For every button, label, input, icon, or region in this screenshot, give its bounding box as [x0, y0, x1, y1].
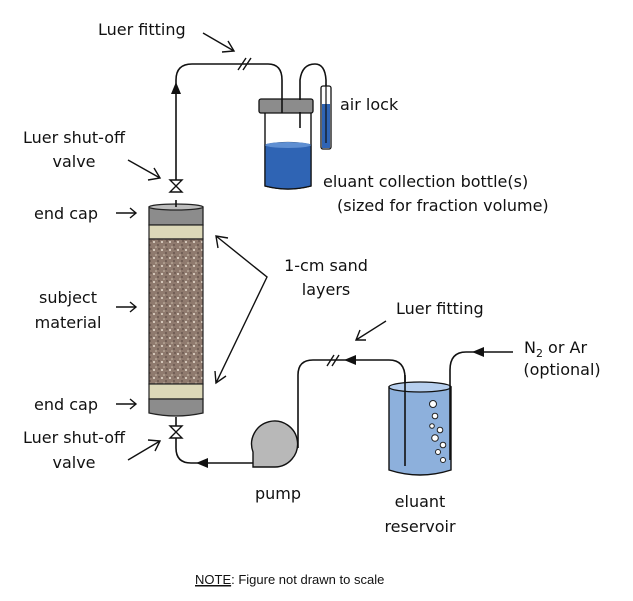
label-luer-fitting-bottom: Luer fitting	[396, 299, 484, 318]
luer-fitting-bottom-symbol	[326, 354, 340, 367]
gas-bubbles	[429, 400, 447, 463]
bottle-cap	[258, 98, 314, 114]
label-reservoir-line2: reservoir	[384, 517, 456, 536]
eluant-reservoir	[388, 375, 452, 476]
tubing-pump-to-column	[175, 438, 253, 464]
collection-bottle	[258, 98, 314, 190]
pointer-luer-fitting-top	[202, 32, 236, 53]
label-sand-layers-line1: 1-cm sand	[284, 256, 368, 275]
flow-arrow-left-middle	[344, 355, 356, 365]
pointer-luer-fitting-bottom	[354, 320, 387, 341]
subject-material	[148, 238, 204, 385]
label-luer-shutoff-top-line1: Luer shut-off	[23, 128, 126, 147]
note-prefix: NOTE	[195, 572, 231, 587]
label-gas-line1: N2 or Ar	[524, 338, 587, 360]
pointer-sand-layers	[214, 235, 268, 385]
luer-fitting-top-symbol	[237, 57, 252, 71]
label-collection-bottle-line1: eluant collection bottle(s)	[323, 172, 528, 191]
pointer-end-cap-top	[116, 207, 138, 219]
label-subject-material-line1: subject	[39, 288, 97, 307]
gas-inlet-tube	[449, 351, 513, 460]
pointer-luer-shutoff-top	[127, 159, 162, 181]
pointer-end-cap-bottom	[116, 398, 138, 410]
flow-arrow-up	[171, 82, 181, 94]
end-cap-bottom	[148, 398, 204, 417]
label-gas-line2: (optional)	[523, 360, 600, 379]
label-end-cap-top: end cap	[34, 204, 98, 223]
flow-arrow-gas	[472, 347, 484, 357]
pointer-subject-material	[116, 301, 138, 313]
shutoff-valve-bottom	[168, 417, 184, 439]
label-collection-bottle-line2: (sized for fraction volume)	[337, 196, 549, 215]
note-text: : Figure not drawn to scale	[231, 572, 384, 587]
label-subject-material-line2: material	[35, 313, 102, 332]
collected-eluant	[264, 141, 312, 190]
column	[148, 203, 204, 417]
tubing-column-to-bottle	[175, 63, 283, 180]
flow-arrow-left-bottom	[196, 458, 208, 468]
pump	[250, 420, 299, 468]
label-pump: pump	[255, 484, 301, 503]
shutoff-valve-top	[168, 179, 184, 207]
label-air-lock: air lock	[340, 95, 399, 114]
pointer-luer-shutoff-bottom	[127, 439, 162, 461]
air-lock	[320, 84, 332, 150]
label-sand-layers-line2: layers	[302, 280, 350, 299]
label-luer-shutoff-bottom-line2: valve	[52, 453, 95, 472]
note: NOTE: Figure not drawn to scale	[195, 572, 384, 587]
label-reservoir-line1: eluant	[395, 492, 446, 511]
sand-layer-bottom	[148, 383, 204, 400]
sand-layer-top	[148, 224, 204, 240]
air-lock-tube	[299, 63, 327, 143]
label-luer-fitting-top: Luer fitting	[98, 20, 186, 39]
label-luer-shutoff-top-line2: valve	[52, 152, 95, 171]
label-end-cap-bottom: end cap	[34, 395, 98, 414]
label-luer-shutoff-bottom-line1: Luer shut-off	[23, 428, 126, 447]
